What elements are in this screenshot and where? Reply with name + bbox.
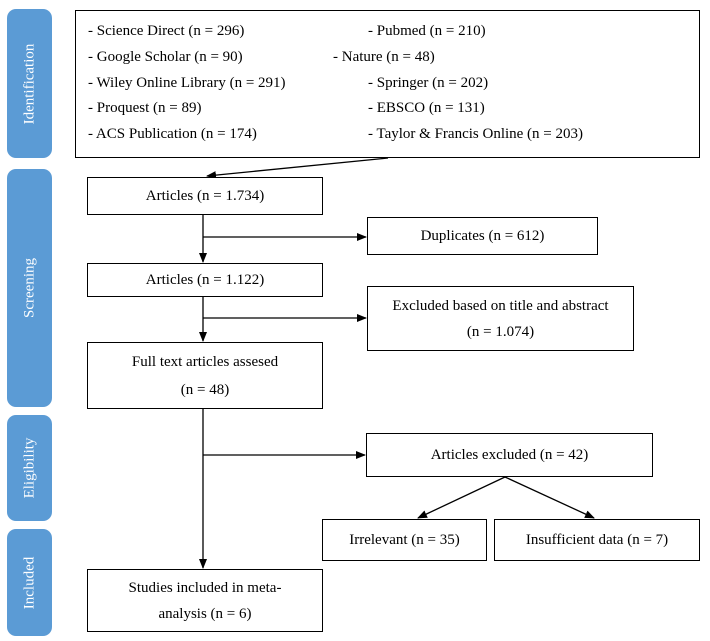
- duplicates-box: Duplicates (n = 612): [367, 217, 598, 255]
- excluded-title-abstract-box: Excluded based on title and abstract (n …: [367, 286, 634, 351]
- arrow-to-insufficient: [504, 476, 595, 519]
- source-item: - Proquest (n = 89): [88, 100, 202, 116]
- source-item: - Taylor & Francis Online (n = 203): [368, 126, 584, 142]
- articles-identified-label: Articles (n = 1.734): [145, 188, 265, 204]
- irrelevant-label: Irrelevant (n = 35): [349, 532, 460, 548]
- excluded-title-abstract-count: (n = 1.074): [466, 323, 535, 340]
- phase-eligibility: Eligibility: [7, 415, 52, 521]
- duplicates-label: Duplicates (n = 612): [420, 228, 545, 244]
- source-item: - Wiley Online Library (n = 291): [88, 75, 286, 91]
- studies-included-count: analysis (n = 6): [158, 605, 252, 622]
- source-item: - EBSCO (n = 131): [368, 100, 485, 116]
- source-item: - Science Direct (n = 296): [88, 23, 245, 39]
- source-item: - Google Scholar (n = 90): [88, 49, 243, 65]
- irrelevant-box: Irrelevant (n = 35): [322, 519, 487, 561]
- fulltext-assessed-box: Full text articles assesed (n = 48): [87, 342, 323, 409]
- source-item: - Springer (n = 202): [368, 75, 489, 91]
- arrow-sources-to-articles: [206, 157, 389, 180]
- source-item: - Pubmed (n = 210): [368, 23, 486, 39]
- source-item: - Nature (n = 48): [333, 49, 435, 65]
- fulltext-assessed-label: Full text articles assesed: [131, 353, 279, 370]
- articles-excluded-box: Articles excluded (n = 42): [366, 433, 653, 477]
- phase-identification: Identification: [7, 9, 52, 158]
- studies-included-label: Studies included in meta-: [128, 579, 282, 596]
- fulltext-assessed-count: (n = 48): [180, 381, 230, 398]
- articles-screened-box: Articles (n = 1.122): [87, 263, 323, 297]
- source-item: - ACS Publication (n = 174): [88, 126, 257, 142]
- phase-screening: Screening: [7, 169, 52, 407]
- sources-box: - Science Direct (n = 296) - Pubmed (n =…: [75, 10, 700, 158]
- arrow-to-irrelevant: [417, 476, 506, 519]
- articles-excluded-label: Articles excluded (n = 42): [430, 447, 589, 463]
- articles-identified-box: Articles (n = 1.734): [87, 177, 323, 215]
- articles-screened-label: Articles (n = 1.122): [145, 272, 265, 288]
- insufficient-data-box: Insufficient data (n = 7): [494, 519, 700, 561]
- insufficient-data-label: Insufficient data (n = 7): [525, 532, 669, 548]
- phase-included: Included: [7, 529, 52, 636]
- studies-included-box: Studies included in meta- analysis (n = …: [87, 569, 323, 632]
- excluded-title-abstract-label: Excluded based on title and abstract: [392, 297, 609, 314]
